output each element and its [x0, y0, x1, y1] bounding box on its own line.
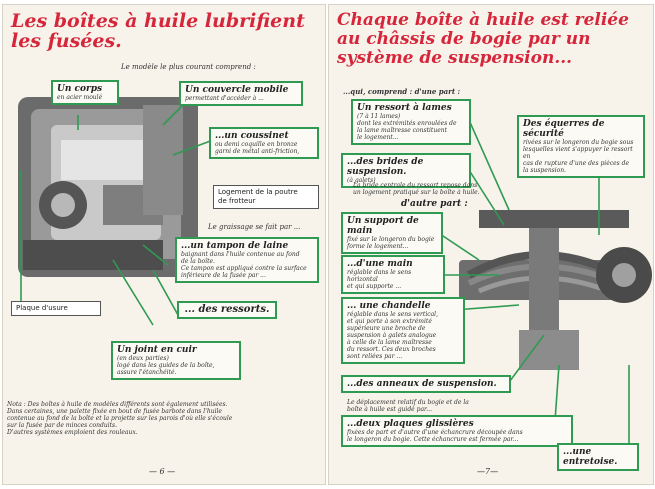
graissage-text: Le graissage se fait par ... [208, 223, 301, 231]
brides-box: ...des brides de suspension. (à galets) [341, 153, 471, 188]
support-main-box: Un support de main fixé sur le longeron … [341, 212, 443, 254]
joint-box: Un joint en cuir (en deux parties) logé … [111, 341, 241, 380]
anneaux-label: ...des anneaux de suspension. [347, 379, 497, 389]
tampon-box: ...un tampon de laine baignant dans l'hu… [175, 237, 319, 283]
usure-caption: Plaque d'usure [11, 301, 101, 316]
corps-heading: Un corps [57, 84, 103, 94]
couvercle-body: permettant d'accéder à ... [185, 95, 264, 102]
logement-caption: Logement de la poutre de frotteur [213, 185, 319, 209]
right-page-title: Chaque boîte à huile est reliée au châss… [337, 10, 629, 68]
tampon-heading: ...un tampon de laine [181, 241, 289, 251]
brides-heading: ...des brides de suspension. [347, 157, 424, 177]
main-heading: ...d'une main [347, 259, 413, 269]
left-intro: Le modèle le plus courant comprend : [121, 63, 256, 71]
right-intro: ...qui, comprend : d'une part : [343, 87, 461, 96]
joint-body: (en deux parties) logé dans les guides d… [117, 355, 215, 376]
deplacement-text: Le déplacement relatif du bogie et de la… [347, 399, 469, 413]
tampon-body: baignant dans l'huile contenue au fond d… [181, 251, 307, 279]
glissieres-body: fixées de part et d'autre d'une échancru… [347, 429, 523, 443]
chandelle-heading: ... une chandelle [347, 301, 431, 311]
chandelle-box: ... une chandelle réglable dans le sens … [341, 297, 465, 364]
coussinet-box: ...un coussinet ou demi coquille en bron… [209, 127, 319, 159]
ressort-lames-box: Un ressort à lames (7 à 11 lames) dont l… [351, 99, 471, 145]
joint-heading: Un joint en cuir [117, 345, 197, 355]
ressort-lames-heading: Un ressort à lames [357, 103, 452, 113]
nota-text: Nota : Des boîtes à huile de modèles dif… [7, 401, 233, 436]
left-page-title: Les boîtes à huile lubrifient les fusées… [11, 10, 305, 52]
couvercle-box: Un couvercle mobile permettant d'accéder… [179, 81, 303, 106]
ressorts-box: ... des ressorts. [177, 301, 277, 319]
axle-box-illustration [18, 97, 214, 326]
main-body: réglable dans le sens horizontal et qui … [347, 269, 412, 290]
equerres-body: rivées sur le longeron du bogie sous les… [523, 139, 634, 174]
right-page: Chaque boîte à huile est reliée au châss… [328, 4, 654, 485]
support-main-body: fixé sur le longeron du bogie forme le l… [347, 236, 435, 250]
autre-part-label: d'autre part : [401, 199, 468, 209]
bride-text: La bride centrale du ressort repose dans… [353, 182, 480, 196]
chandelle-body: réglable dans le sens vertical, et qui p… [347, 311, 439, 360]
main-box: ...d'une main réglable dans le sens hori… [341, 255, 445, 294]
suspension-illustration [433, 119, 652, 445]
entretoise-box: ...une entretoise. [557, 443, 639, 471]
corps-body: en acier moulé [57, 94, 103, 101]
ressort-lames-body: (7 à 11 lames) dont les extrémités enrou… [357, 113, 457, 141]
equerres-heading: Des équerres de sécurité [523, 119, 605, 139]
couvercle-heading: Un couvercle mobile [185, 85, 289, 95]
brides-body: (à galets) [347, 177, 376, 184]
left-page: Les boîtes à huile lubrifient les fusées… [2, 4, 326, 485]
support-main-heading: Un support de main [347, 216, 419, 236]
corps-box: Un corps en acier moulé [51, 80, 119, 105]
coussinet-heading: ...un coussinet [215, 131, 289, 141]
coussinet-body: ou demi coquille en bronze garni de méta… [215, 141, 300, 155]
entretoise-label: ...une entretoise. [563, 447, 618, 467]
glissieres-box: ...deux plaques glissières fixées de par… [341, 415, 573, 447]
ressorts-label: ... des ressorts. [184, 304, 270, 315]
page-number-7: —7— [477, 467, 499, 476]
page-number-6: — 6 — [149, 467, 176, 476]
glissieres-heading: ...deux plaques glissières [347, 419, 474, 429]
anneaux-box: ...des anneaux de suspension. [341, 375, 511, 393]
equerres-box: Des équerres de sécurité rivées sur le l… [517, 115, 645, 178]
